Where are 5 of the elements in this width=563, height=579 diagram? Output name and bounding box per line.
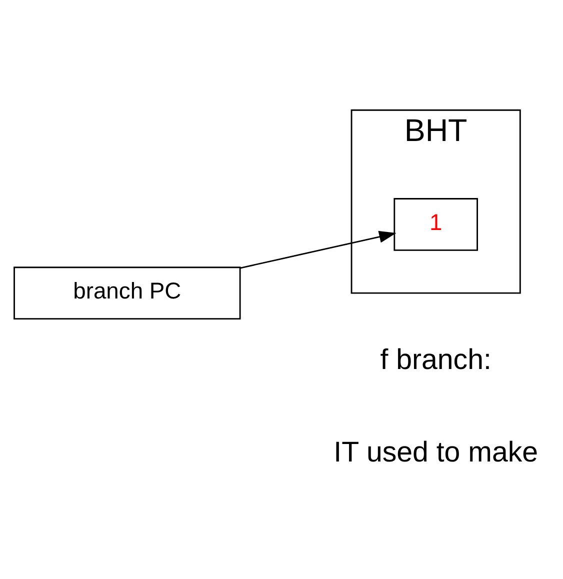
arrow <box>240 230 396 269</box>
node-box: branch PC <box>14 266 241 320</box>
label: f branch: <box>380 344 492 376</box>
node-box: 1 <box>394 198 478 251</box>
label: IT used to make <box>334 436 538 469</box>
